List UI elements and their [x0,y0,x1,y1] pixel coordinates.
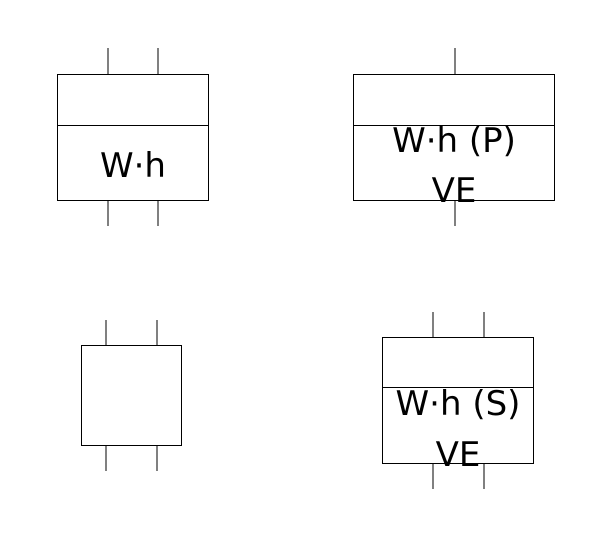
meter-box [382,337,534,464]
meter-box [353,74,555,201]
meter-label-line1: W·h (S) [396,384,521,424]
meter-wh-symbol: W·h [57,48,209,226]
meter-box [81,345,182,446]
meter-label-line1: W·h (P) [392,121,516,161]
meter-blank-symbol [81,320,182,471]
meter-box [57,74,209,201]
meter-label: W·h [100,146,166,186]
meter-label-line2: VE [432,171,477,211]
meter-label-line2: VE [436,435,481,475]
meter-wh-s-ve-symbol: W·h (S) VE [382,312,534,489]
meter-wh-p-ve-symbol: W·h (P) VE [353,48,555,226]
